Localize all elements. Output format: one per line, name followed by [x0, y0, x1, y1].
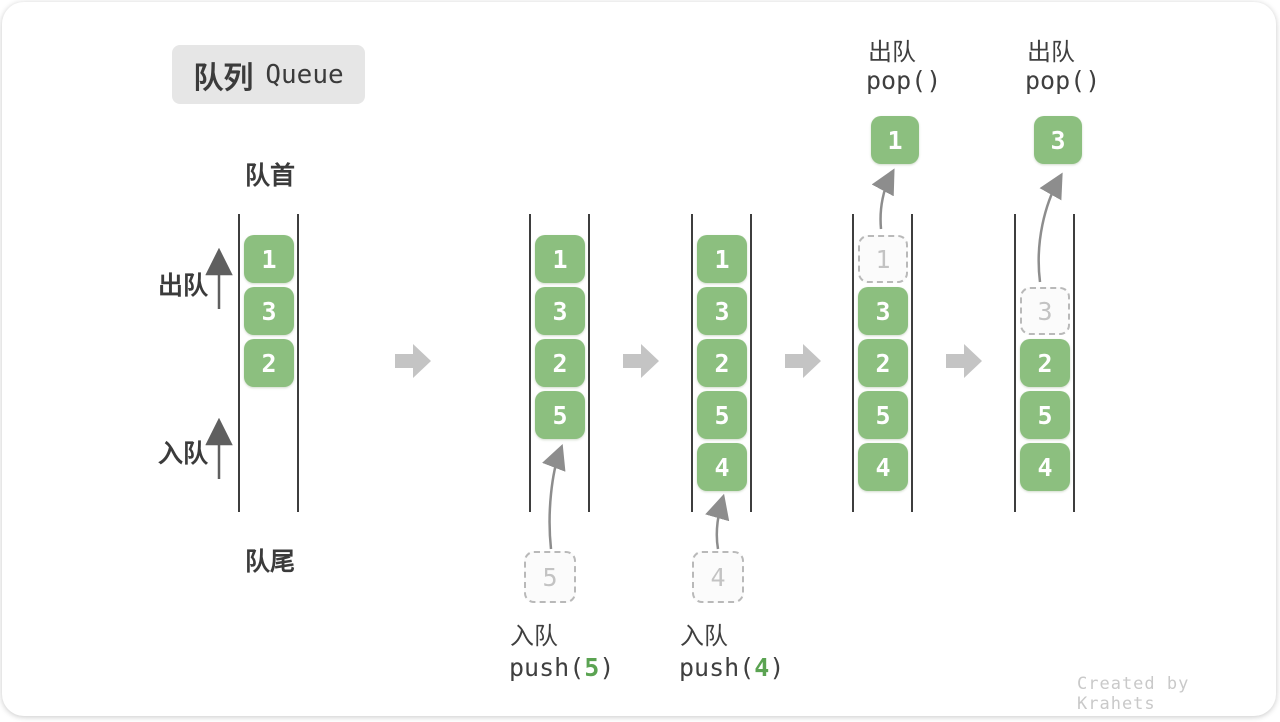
- queue-wall-left: [852, 214, 854, 512]
- op-code-post: ): [599, 653, 615, 682]
- transition-arrow-icon: [946, 344, 982, 378]
- op-code: pop(): [866, 66, 942, 95]
- push-5-arrow: [542, 443, 566, 550]
- title-badge: 队列 Queue: [172, 45, 365, 104]
- title-zh: 队列: [193, 61, 254, 95]
- pop-3-arrow: [1037, 172, 1063, 283]
- queue-wall-left: [529, 214, 531, 512]
- queue-wall-right: [750, 214, 752, 512]
- queue-element: 1: [535, 235, 585, 283]
- queue-element: 3: [244, 287, 294, 335]
- queue-wall-right: [1073, 214, 1075, 512]
- queue-wall-left: [1014, 214, 1016, 512]
- ghost-element: 1: [858, 235, 908, 283]
- queue-element: 2: [697, 339, 747, 387]
- op-label: 入队: [510, 623, 558, 650]
- queue-element: 2: [244, 339, 294, 387]
- op-code-arg: 5: [584, 653, 600, 682]
- incoming-element: 4: [692, 551, 744, 603]
- popped-element: 3: [1034, 116, 1082, 164]
- label-queue-front: 队首: [244, 162, 295, 190]
- popped-element: 1: [871, 116, 919, 164]
- queue-element: 3: [535, 287, 585, 335]
- label-queue-rear: 队尾: [244, 548, 295, 576]
- op-code: push(4): [679, 653, 784, 682]
- transition-arrow-icon: [623, 344, 659, 378]
- transition-arrow-icon: [395, 344, 431, 378]
- queue-element: 3: [858, 287, 908, 335]
- queue-element: 2: [858, 339, 908, 387]
- queue-wall-right: [588, 214, 590, 512]
- op-label: 出队: [868, 39, 916, 66]
- op-label: 出队: [1027, 39, 1075, 66]
- incoming-element: 5: [524, 551, 576, 603]
- op-code-post: ): [769, 653, 785, 682]
- queue-element: 4: [697, 443, 747, 491]
- watermark: Created by Krahets: [1077, 674, 1190, 714]
- queue-wall-left: [691, 214, 693, 512]
- queue-element: 1: [697, 235, 747, 283]
- queue-element: 1: [244, 235, 294, 283]
- pop-1-arrow: [871, 168, 895, 230]
- queue-element: 5: [1020, 391, 1070, 439]
- queue-element: 4: [858, 443, 908, 491]
- transition-arrow-icon: [785, 344, 821, 378]
- label-dequeue: 出队: [158, 272, 209, 300]
- queue-element: 5: [858, 391, 908, 439]
- op-code-pre: push(: [679, 653, 755, 682]
- queue-element: 5: [535, 391, 585, 439]
- queue-element: 4: [1020, 443, 1070, 491]
- queue-element: 3: [697, 287, 747, 335]
- queue-element: 2: [1020, 339, 1070, 387]
- op-code: push(5): [509, 653, 614, 682]
- op-code: pop(): [1025, 66, 1101, 95]
- queue-wall-right: [911, 214, 913, 512]
- op-code-arg: 4: [754, 653, 770, 682]
- op-code-pre: push(: [509, 653, 585, 682]
- push-4-arrow: [705, 493, 730, 550]
- queue-wall-right: [297, 214, 299, 512]
- title-en: Queue: [265, 59, 344, 90]
- queue-element: 5: [697, 391, 747, 439]
- label-enqueue: 入队: [158, 440, 209, 468]
- queue-element: 2: [535, 339, 585, 387]
- ghost-element: 3: [1020, 287, 1070, 335]
- queue-wall-left: [238, 214, 240, 512]
- op-label: 入队: [680, 623, 728, 650]
